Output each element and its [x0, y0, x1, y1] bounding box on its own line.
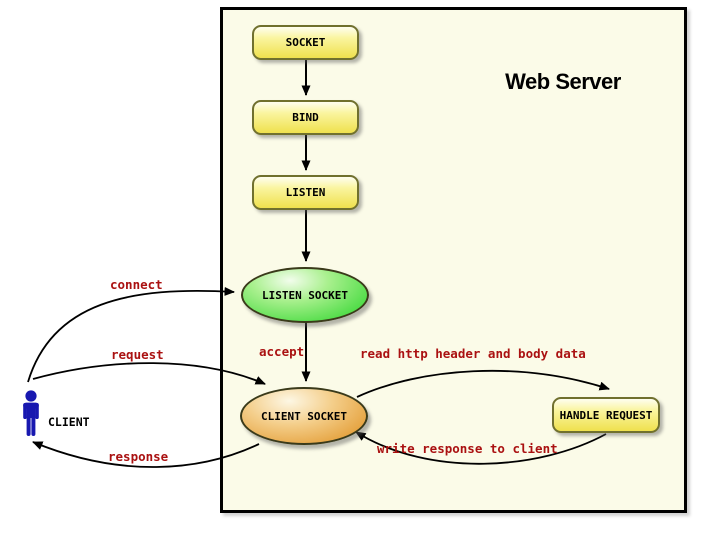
node-handle-request: HANDLE REQUEST: [552, 397, 660, 433]
edge-label-write: write response to client: [377, 441, 558, 456]
edge-label-read: read http header and body data: [360, 346, 586, 361]
edge-label-connect: connect: [110, 277, 163, 292]
edge-label-response: response: [108, 449, 169, 464]
node-client-socket-label: CLIENT SOCKET: [260, 409, 348, 423]
node-listen-socket-label: LISTEN SOCKET: [261, 288, 349, 302]
edge-label-request: request: [111, 347, 164, 362]
server-title: Web Server: [505, 69, 621, 94]
client-label: CLIENT: [48, 415, 90, 429]
node-bind: BIND: [252, 100, 359, 135]
client-person-icon: [23, 390, 39, 436]
node-socket-label: SOCKET: [285, 36, 326, 49]
node-client-socket: CLIENT SOCKET: [240, 387, 368, 445]
edge-connect: [27, 286, 235, 383]
node-listen: LISTEN: [252, 175, 359, 210]
node-socket: SOCKET: [252, 25, 359, 60]
node-listen-socket: LISTEN SOCKET: [241, 267, 369, 323]
node-bind-label: BIND: [292, 111, 319, 124]
edge-label-accept: accept: [259, 344, 305, 359]
node-listen-label: LISTEN: [285, 186, 326, 199]
node-handle-request-label: HANDLE REQUEST: [559, 408, 653, 422]
